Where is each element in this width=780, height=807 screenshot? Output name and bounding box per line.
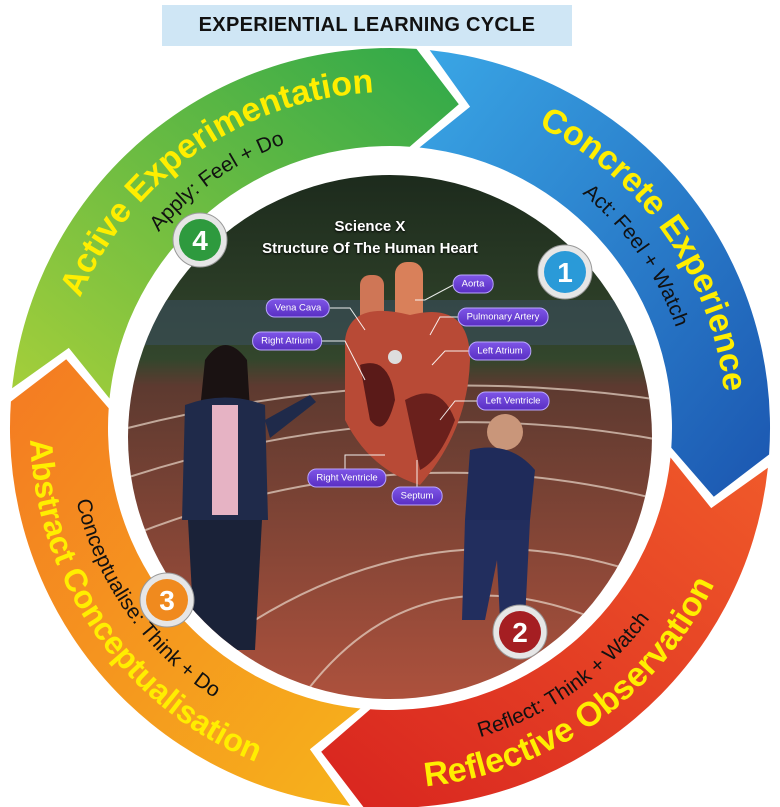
presenter-figure xyxy=(182,345,316,650)
segment-active-experimentation xyxy=(12,47,459,399)
svg-text:4: 4 xyxy=(192,225,208,256)
heart-illustration xyxy=(345,262,470,485)
runner-figure xyxy=(462,414,535,620)
svg-text:3: 3 xyxy=(159,585,175,616)
label-right-atrium: Right Atrium xyxy=(252,331,322,351)
segment-reflective-observation xyxy=(321,457,768,807)
diagram-title: EXPERIENTIAL LEARNING CYCLE xyxy=(162,5,572,46)
badge-2: 2 xyxy=(492,604,548,660)
label-vena-cava: Vena Cava xyxy=(265,298,331,318)
badge-1: 1 xyxy=(537,244,593,300)
label-leader-lines xyxy=(320,283,478,488)
label-right-ventricle: Right Ventricle xyxy=(307,468,387,488)
center-topic: Structure Of The Human Heart xyxy=(262,240,478,257)
svg-text:1: 1 xyxy=(557,257,573,288)
svg-text:2: 2 xyxy=(512,617,528,648)
segment-abstract-conceptualisation xyxy=(9,359,361,806)
badge-3: 3 xyxy=(139,572,195,628)
label-left-ventricle: Left Ventricle xyxy=(476,391,550,411)
label-septum: Septum xyxy=(391,486,443,506)
label-left-atrium: Left Atrium xyxy=(468,341,532,361)
label-pulmonary-artery: Pulmonary Artery xyxy=(457,307,549,327)
segment-concrete-experience xyxy=(419,50,771,497)
badge-4: 4 xyxy=(172,212,228,268)
center-subject: Science X xyxy=(334,218,406,235)
label-aorta: Aorta xyxy=(452,274,494,294)
